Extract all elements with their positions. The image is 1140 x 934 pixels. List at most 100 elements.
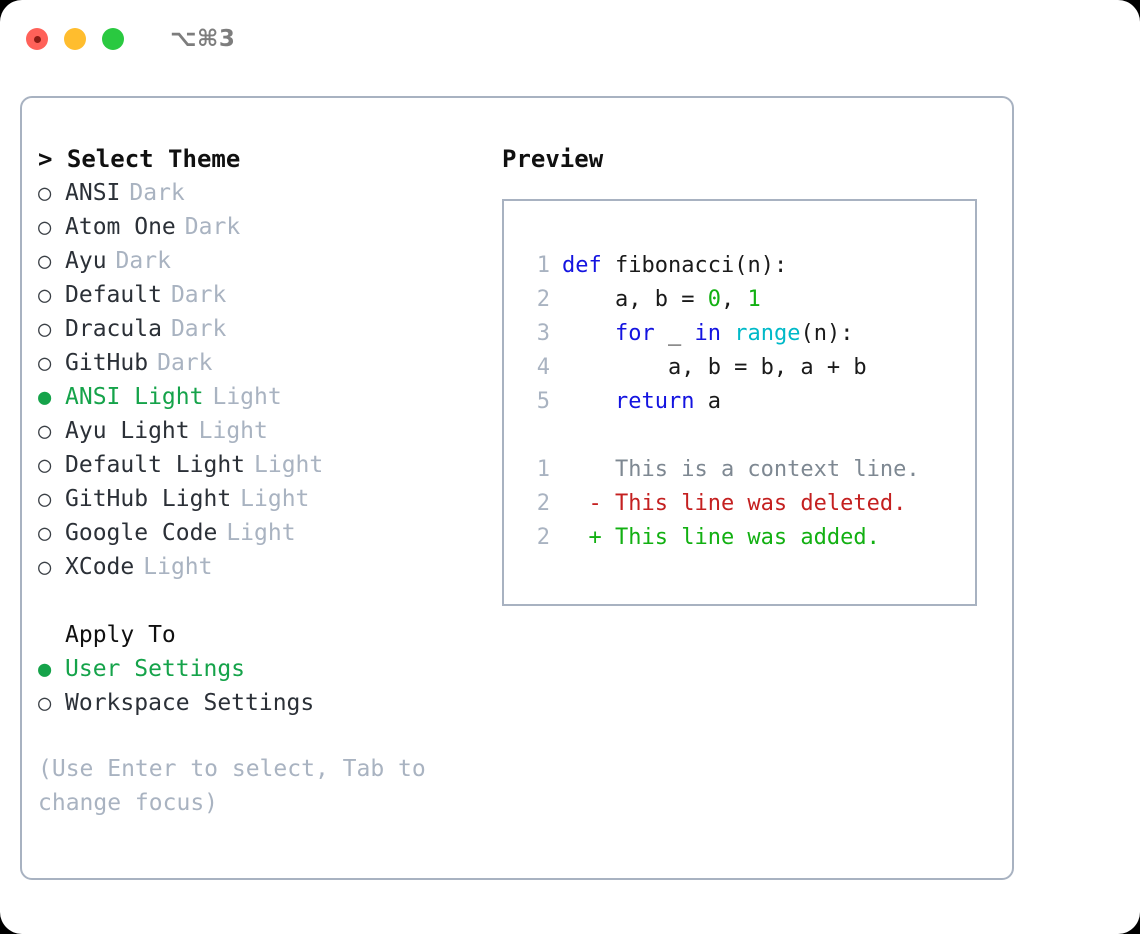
apply-to-heading-row: ○ Apply To: [38, 618, 488, 652]
radio-unselected-icon: ○: [38, 215, 52, 240]
theme-option-variant: Dark: [115, 248, 171, 274]
close-window-icon[interactable]: [26, 28, 48, 50]
radio-unselected-icon: ○: [38, 453, 52, 478]
radio-unselected-icon: ○: [38, 249, 52, 274]
diff-line-number: 2: [536, 491, 550, 516]
diff-line-ctx: 1 This is a context line.: [524, 453, 975, 487]
code-token-plain: [562, 389, 615, 414]
code-token-fn: fibonacci: [601, 253, 735, 278]
code-line-number: 2: [536, 287, 550, 312]
diff-line-text: This is a context line.: [562, 457, 920, 482]
theme-option-variant: Light: [226, 520, 296, 546]
radio-unselected-icon: ○: [38, 283, 52, 308]
code-token-kw: in: [694, 321, 721, 346]
code-line: 2 a, b = 0, 1: [524, 283, 975, 317]
code-line: 3 for _ in range(n):: [524, 317, 975, 351]
diff-line-number: 1: [536, 457, 550, 482]
apply-to-option-user-settings[interactable]: ●User Settings: [38, 652, 488, 686]
keyboard-shortcut-label: ⌥⌘3: [170, 26, 236, 52]
code-token-plain: (n):: [800, 321, 854, 346]
code-token-plain: [562, 321, 615, 346]
theme-option-label: Ayu Light: [65, 418, 190, 444]
code-line: 1 def fibonacci(n):: [524, 249, 975, 283]
theme-option-label: Default: [65, 282, 162, 308]
theme-option-default-light[interactable]: ○ Default Light Light: [38, 448, 488, 482]
apply-to-heading-marker: ○: [38, 619, 65, 653]
code-line-number: 1: [536, 253, 550, 278]
window-controls: [26, 28, 124, 50]
theme-option-dracula[interactable]: ○ Dracula Dark: [38, 312, 488, 346]
list-spacer: [38, 584, 488, 618]
theme-option-variant: Dark: [129, 180, 185, 206]
theme-option-variant: Light: [240, 486, 310, 512]
maximize-window-icon[interactable]: [102, 28, 124, 50]
code-line: 5 return a: [524, 385, 975, 419]
code-line: 4 a, b = b, a + b: [524, 351, 975, 385]
code-line-number: 5: [536, 389, 550, 414]
theme-option-label: Google Code: [65, 520, 218, 546]
preview-heading: Preview: [502, 145, 604, 173]
theme-option-label: Dracula: [65, 316, 162, 342]
code-line-number: 4: [536, 355, 550, 380]
radio-unselected-icon: ○: [38, 521, 52, 546]
radio-unselected-icon: ○: [38, 487, 52, 512]
radio-unselected-icon: ○: [38, 351, 52, 376]
apply-to-option-workspace-settings[interactable]: ○Workspace Settings: [38, 686, 488, 720]
code-line-text: for _ in range(n):: [562, 317, 853, 351]
code-token-num: 1: [747, 287, 761, 312]
theme-option-variant: Dark: [157, 350, 213, 376]
theme-option-label: Ayu: [65, 248, 107, 274]
code-token-kw: for: [614, 321, 655, 346]
radio-unselected-icon: ○: [38, 181, 52, 206]
theme-option-variant: Light: [143, 554, 213, 580]
theme-option-label: XCode: [65, 554, 135, 580]
radio-unselected-icon: ○: [38, 317, 52, 342]
code-token-plain: a: [694, 389, 721, 414]
apply-to-option-label: User Settings: [65, 656, 246, 682]
theme-option-variant: Dark: [170, 282, 227, 308]
theme-option-github-light[interactable]: ○ GitHub Light Light: [38, 482, 488, 516]
keyboard-hint-text: (Use Enter to select, Tab to change focu…: [38, 756, 426, 816]
theme-option-google-code[interactable]: ○ Google Code Light: [38, 516, 488, 550]
theme-option-github[interactable]: ○ GitHub Dark: [38, 346, 488, 380]
code-token-num: 0: [707, 287, 721, 312]
diff-line-text: - This line was deleted.: [562, 491, 907, 516]
theme-option-default[interactable]: ○ Default Dark: [38, 278, 488, 312]
radio-unselected-icon: ○: [38, 691, 52, 716]
theme-option-ayu[interactable]: ○ Ayu Dark: [38, 244, 488, 278]
diff-line-number: 2: [536, 525, 550, 550]
theme-option-label: GitHub Light: [65, 486, 232, 512]
code-token-bi: range: [734, 321, 801, 346]
theme-option-label: Default Light: [65, 452, 246, 478]
code-token-kw: return: [614, 389, 695, 414]
apply-to-list[interactable]: ●User Settings○Workspace Settings: [38, 652, 488, 720]
theme-option-variant: Dark: [170, 316, 227, 342]
minimize-window-icon[interactable]: [64, 28, 86, 50]
code-line-text: def fibonacci(n):: [562, 249, 787, 283]
diff-line-del: 2 - This line was deleted.: [524, 487, 975, 521]
code-line-text: a, b = 0, 1: [562, 283, 761, 317]
select-theme-heading: > Select Theme: [38, 145, 241, 173]
code-token-plain: a, b = b, a + b: [562, 355, 867, 380]
theme-option-label: GitHub: [65, 350, 149, 376]
code-line-text: a, b = b, a + b: [562, 351, 867, 385]
diff-line-text: + This line was added.: [562, 525, 880, 550]
code-token-plain: ,: [720, 287, 748, 312]
code-token-plain: [721, 321, 734, 346]
theme-option-label: ANSI Light: [65, 384, 204, 410]
theme-option-label: Atom One: [65, 214, 176, 240]
theme-option-variant: Light: [198, 418, 268, 444]
theme-option-variant: Light: [254, 452, 324, 478]
